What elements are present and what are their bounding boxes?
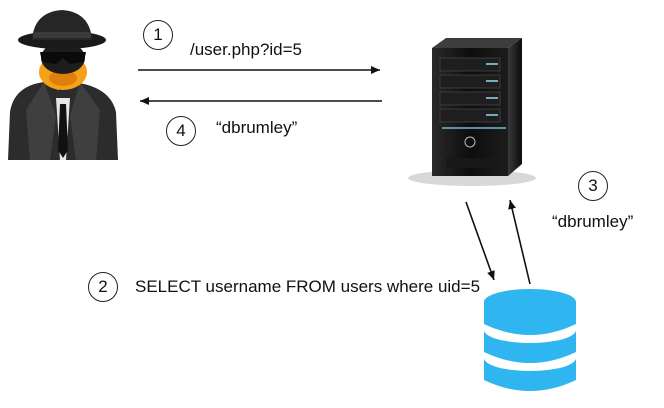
step-3-label: “dbrumley” (552, 212, 634, 231)
step-4-label: “dbrumley” (216, 118, 298, 137)
step-1-label: /user.php?id=5 (190, 40, 303, 59)
web-server-icon (408, 38, 536, 186)
arrow-result (508, 199, 531, 285)
step-4-number: 4 (166, 116, 196, 146)
arrow-query (465, 201, 495, 281)
step-2-label: SELECT username FROM users where uid=5 (135, 277, 481, 296)
spy-attacker-icon (8, 10, 118, 160)
database-icon (484, 289, 576, 391)
step-3-number: 3 (578, 171, 608, 201)
step-1-number: 1 (143, 20, 173, 50)
step-2-number: 2 (88, 272, 118, 302)
